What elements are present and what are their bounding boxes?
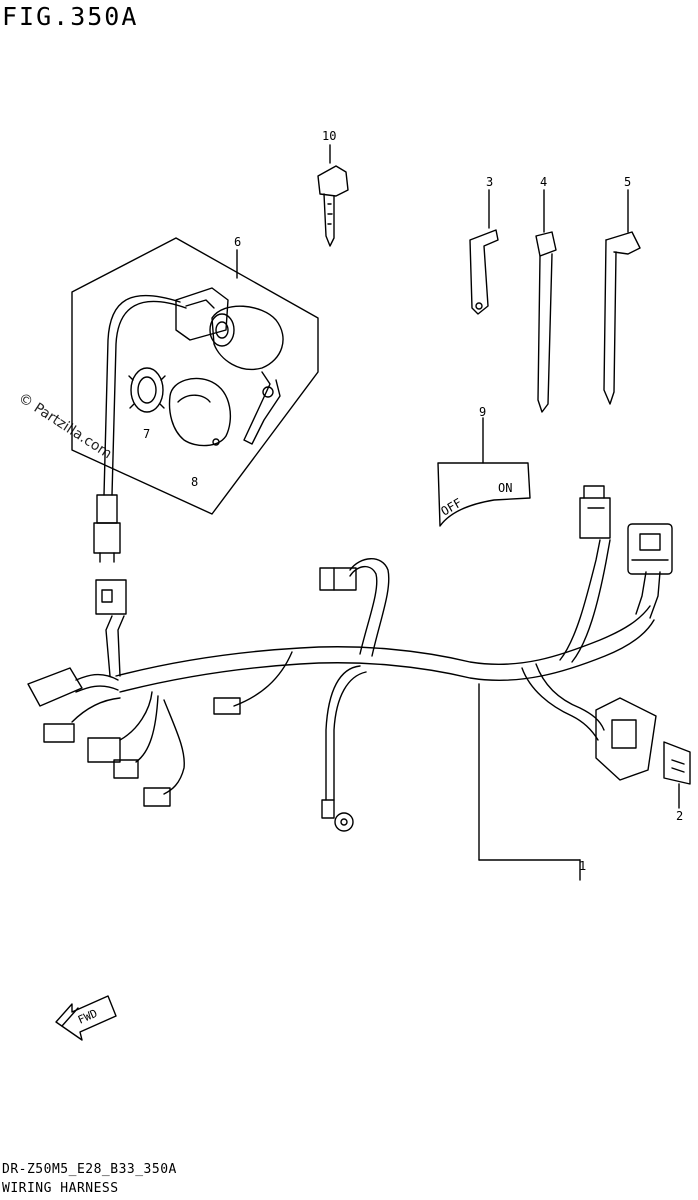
callout-10: 10 xyxy=(322,129,336,143)
tie-part-4 xyxy=(535,189,557,413)
key-part-10 xyxy=(317,144,349,247)
switch-plate-part-9 xyxy=(437,417,531,527)
callout-2: 2 xyxy=(676,809,683,823)
switch-plate-on-label: ON xyxy=(498,481,512,495)
callout-6: 6 xyxy=(234,235,241,249)
ring-nut-part-7 xyxy=(130,367,164,413)
ignition-switch-inset xyxy=(71,237,319,563)
fwd-arrow xyxy=(55,995,117,1041)
tie-part-5 xyxy=(603,189,641,405)
callout-9: 9 xyxy=(479,405,486,419)
main-harness-part-1 xyxy=(27,485,673,881)
fuse-holder-part-2 xyxy=(521,663,691,809)
switch-plate-off-label: OFF xyxy=(439,496,465,519)
cover-part-8 xyxy=(168,377,232,447)
clamp-part-3 xyxy=(469,189,499,315)
callout-5: 5 xyxy=(624,175,631,189)
figure-name: WIRING HARNESS xyxy=(2,1181,119,1196)
callout-8: 8 xyxy=(191,475,198,489)
callout-1: 1 xyxy=(579,859,586,873)
figure-title: FIG.350A xyxy=(2,2,139,31)
callout-3: 3 xyxy=(486,175,493,189)
figure-code: DR-Z50M5_E28_B33_350A xyxy=(2,1162,177,1177)
fwd-label: FWD xyxy=(76,1007,99,1027)
callout-7: 7 xyxy=(143,427,150,441)
callout-4: 4 xyxy=(540,175,547,189)
